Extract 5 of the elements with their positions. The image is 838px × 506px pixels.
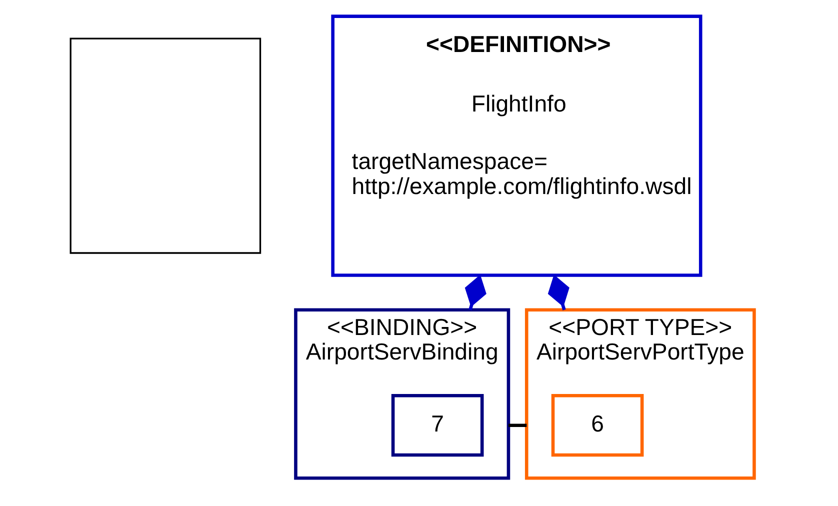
node-box: 7: [391, 394, 484, 457]
connector: [508, 424, 527, 427]
node-box: [70, 38, 262, 254]
node-box: 6: [551, 394, 644, 457]
node-box: <<DEFINITION>> FlightInfo targetNamespace= http://example.com/flightinfo.wsdl: [331, 14, 702, 277]
